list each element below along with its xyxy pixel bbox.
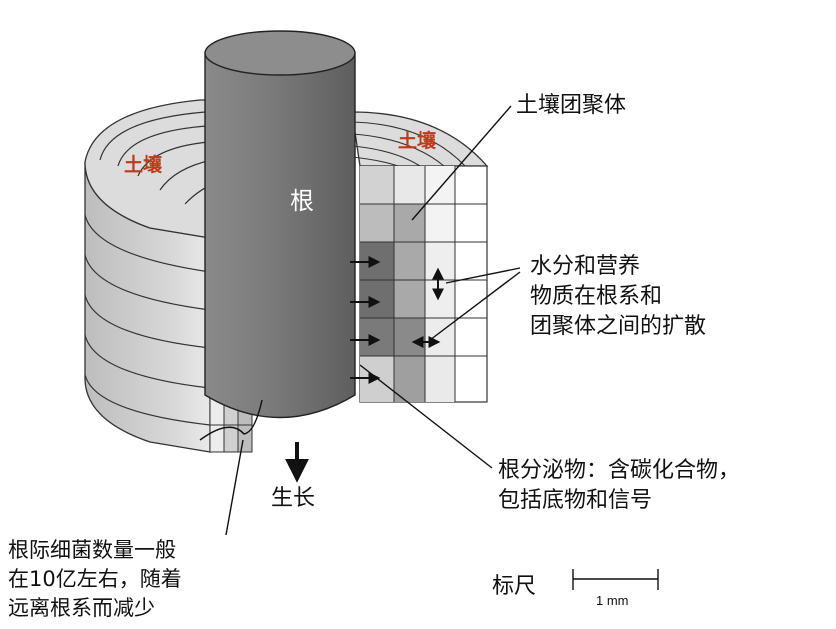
exudates-line-2: 包括底物和信号 bbox=[498, 488, 653, 513]
leader-lines bbox=[225, 105, 521, 536]
scale-unit-label: 1 mm bbox=[596, 593, 629, 608]
diffusion-line-2: 物质在根系和 bbox=[530, 284, 663, 309]
scale-label: 标尺 bbox=[492, 574, 537, 599]
soil-label-left: 土壤 bbox=[124, 154, 163, 176]
diffusion-arrows bbox=[350, 256, 444, 384]
microbes-line-1: 根际细菌数量一般 bbox=[8, 538, 176, 562]
growth-label: 生长 bbox=[271, 486, 316, 511]
microbes-line-2: 在10亿左右，随着 bbox=[8, 567, 182, 591]
root-top bbox=[204, 30, 356, 76]
right-soil-block bbox=[351, 111, 489, 403]
exudates-line-1: 根分泌物：含碳化合物， bbox=[498, 458, 741, 483]
right-grid bbox=[359, 165, 488, 403]
diffusion-line-1: 水分和营养 bbox=[530, 254, 641, 279]
microbes-line-3: 远离根系而减少 bbox=[8, 596, 155, 620]
microbe-brace bbox=[199, 399, 263, 441]
root-cylinder bbox=[204, 30, 356, 419]
root-body bbox=[204, 52, 356, 419]
soil-label-right: 土壤 bbox=[398, 130, 437, 152]
root-label: 根 bbox=[290, 187, 314, 215]
aggregate-label: 土壤团聚体 bbox=[516, 93, 627, 118]
scale-bar bbox=[572, 569, 659, 590]
diffusion-line-3: 团聚体之间的扩散 bbox=[530, 314, 707, 339]
